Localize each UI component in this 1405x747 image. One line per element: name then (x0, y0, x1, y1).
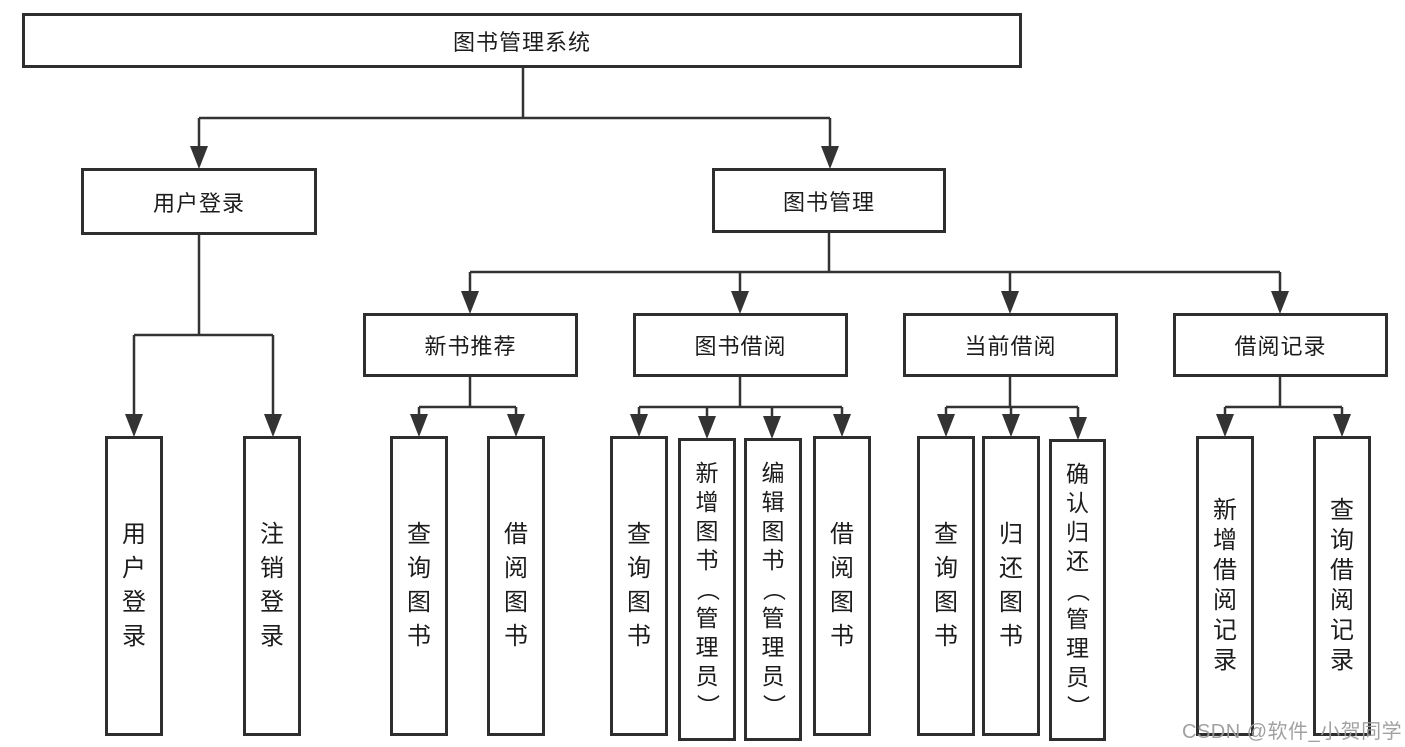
node-borrow-record-label: 借阅记录 (1234, 334, 1327, 359)
leaf-cb-query-label: 查询图书 (934, 521, 958, 650)
node-current-borrow: 当前借阅 (903, 313, 1118, 377)
node-current-borrow-label: 当前借阅 (964, 334, 1057, 359)
arrowhead (264, 414, 282, 437)
leaf-cb-return-label: 归还图书 (999, 521, 1023, 650)
leaf-bb-borrow-label: 借阅图书 (830, 521, 854, 650)
node-root: 图书管理系统 (22, 13, 1022, 68)
arrowhead (461, 291, 479, 314)
arrowhead (1216, 414, 1234, 437)
leaf-user-login: 用户登录 (105, 436, 163, 736)
leaf-bb-query: 查询图书 (610, 436, 668, 736)
leaf-cb-confirm: 确认归还（管理员） (1049, 439, 1106, 741)
node-user-login-label: 用户登录 (152, 190, 245, 216)
leaf-br-query: 查询借阅记录 (1313, 436, 1371, 736)
leaf-cb-return: 归还图书 (982, 436, 1040, 736)
leaf-bb-add-label: 新增图书（管理员） (694, 460, 721, 717)
node-book-borrow: 图书借阅 (633, 313, 848, 377)
leaf-bb-borrow: 借阅图书 (813, 436, 871, 736)
leaf-logout: 注销登录 (243, 436, 301, 736)
leaf-bb-edit-label: 编辑图书（管理员） (760, 460, 787, 717)
node-root-label: 图书管理系统 (452, 29, 591, 55)
leaf-br-add: 新增借阅记录 (1196, 436, 1254, 736)
node-new-book: 新书推荐 (363, 313, 578, 377)
leaf-logout-label: 注销登录 (260, 521, 284, 650)
leaf-nb-query: 查询图书 (390, 436, 448, 736)
node-book-mgmt: 图书管理 (712, 168, 946, 233)
arrowhead (731, 291, 749, 314)
arrowhead (1001, 291, 1019, 314)
leaf-user-login-label: 用户登录 (122, 521, 146, 650)
node-borrow-record: 借阅记录 (1173, 313, 1388, 377)
leaf-nb-query-label: 查询图书 (407, 521, 431, 650)
node-new-book-label: 新书推荐 (424, 334, 517, 359)
arrowhead (507, 414, 525, 437)
csdn-watermark: CSDN @软件_小贺同学 (1182, 721, 1403, 743)
leaf-cb-query: 查询图书 (917, 436, 975, 736)
leaf-bb-edit: 编辑图书（管理员） (744, 438, 802, 741)
arrowhead (630, 414, 648, 437)
arrowhead (763, 416, 781, 439)
leaf-bb-add: 新增图书（管理员） (678, 438, 736, 741)
leaf-cb-confirm-label: 确认归还（管理员） (1065, 460, 1091, 718)
arrowhead (821, 146, 839, 169)
node-user-login: 用户登录 (81, 168, 317, 235)
arrowhead (698, 416, 716, 439)
leaf-br-add-label: 新增借阅记录 (1213, 497, 1237, 674)
arrowhead (937, 414, 955, 437)
node-book-borrow-label: 图书借阅 (694, 334, 787, 359)
node-book-mgmt-label: 图书管理 (782, 189, 875, 215)
arrowhead (125, 414, 143, 437)
arrowhead (1333, 414, 1351, 437)
arrowhead (410, 414, 428, 437)
arrowhead (190, 146, 208, 169)
leaf-br-query-label: 查询借阅记录 (1330, 497, 1354, 674)
arrowhead (1271, 291, 1289, 314)
leaf-nb-borrow-label: 借阅图书 (504, 521, 528, 650)
arrowhead (1069, 417, 1087, 440)
leaf-bb-query-label: 查询图书 (627, 521, 651, 650)
arrowhead (1002, 414, 1020, 437)
arrowhead (833, 414, 851, 437)
leaf-nb-borrow: 借阅图书 (487, 436, 545, 736)
